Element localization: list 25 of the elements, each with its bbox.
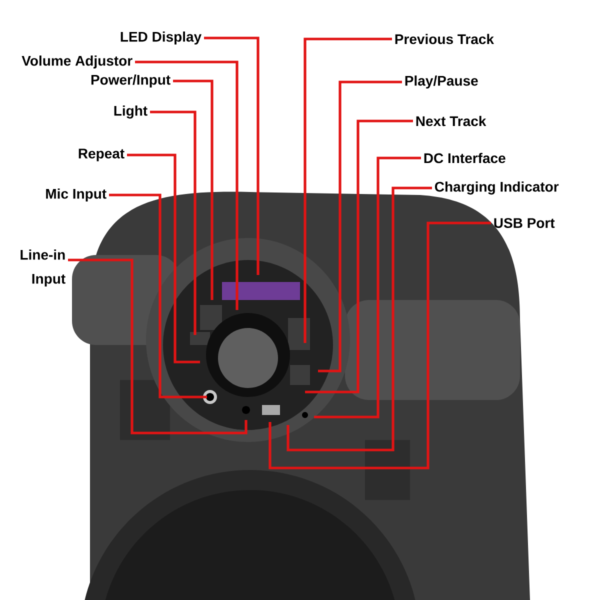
callout-label: Volume Adjustor [22,56,132,69]
leader-line [305,120,413,394]
callout-label: Play/Pause [405,76,478,89]
leader-line [304,38,392,343]
callout-label: USB Port [494,218,555,228]
leader-line [135,60,238,310]
leader-line [204,36,260,275]
leader-line [109,194,207,398]
callout-label: Previous Track [395,34,494,44]
leader-line [286,186,432,452]
leader-line [318,80,402,372]
callout-label: Line-in Input [20,250,66,287]
leader-line [314,156,421,418]
callout-label: Repeat [78,148,124,162]
callout-label: Charging Indicator [434,181,559,195]
leader-line [173,80,214,300]
callout-label: Power/Input [91,74,170,88]
callout-label: Next Track [416,116,486,126]
callout-label: DC Interface [424,152,506,164]
leader-line [268,222,491,470]
leader-line [127,154,200,364]
callout-label: LED Display [120,32,202,45]
callout-label: Mic Input [46,188,106,202]
leader-line [150,110,196,335]
callout-label: Light [114,105,148,119]
